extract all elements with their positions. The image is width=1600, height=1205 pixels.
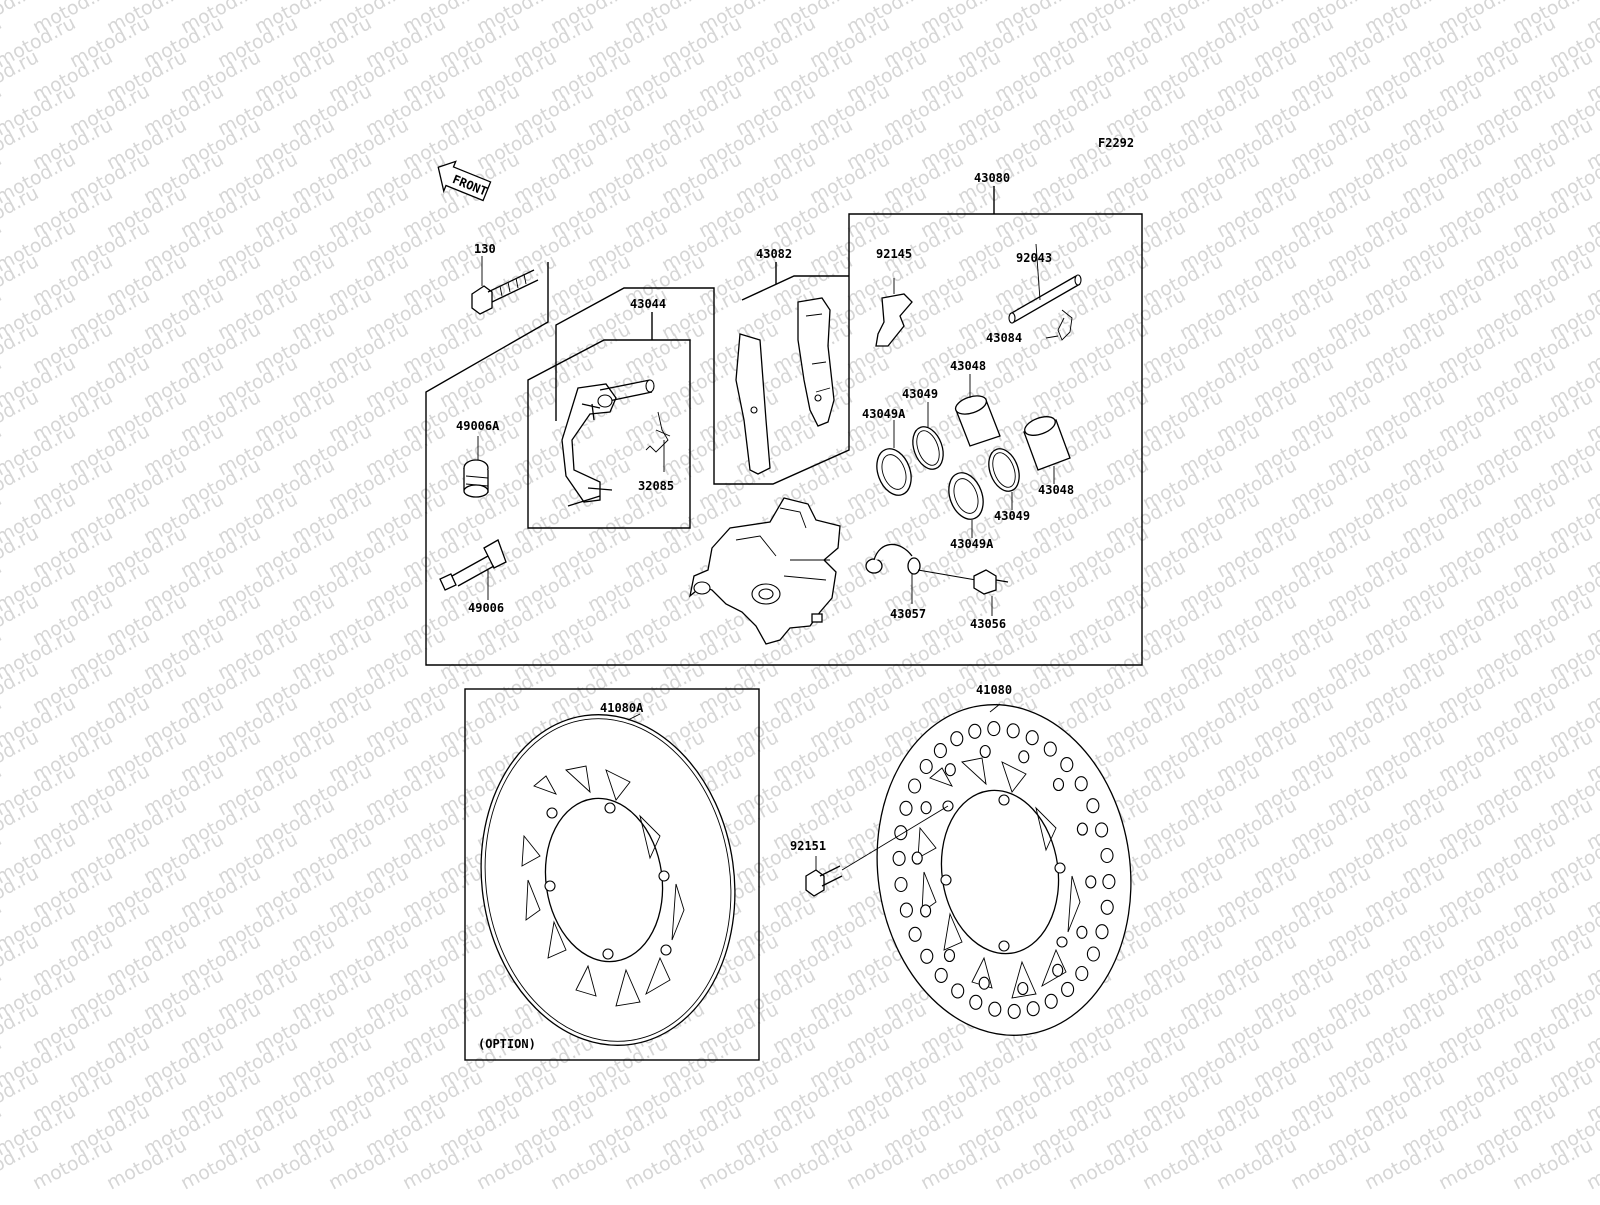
label-49006: 49006 — [468, 601, 504, 615]
drilled-hole — [1018, 750, 1030, 764]
label-43044: 43044 — [630, 297, 666, 311]
label-130: 130 — [474, 242, 496, 256]
drilled-hole — [920, 904, 932, 918]
drilled-hole — [892, 850, 906, 866]
label-43049A-bottom: 43049A — [950, 537, 994, 551]
drilled-hole — [1086, 946, 1100, 962]
label-49006A: 49006A — [456, 419, 500, 433]
drilled-hole — [943, 948, 956, 963]
drilled-hole — [1086, 798, 1100, 814]
drilled-hole — [987, 721, 1001, 737]
drilled-hole — [978, 976, 990, 990]
drilled-hole — [911, 851, 923, 865]
drilled-hole — [1075, 965, 1089, 982]
label-43084: 43084 — [986, 331, 1022, 345]
label-43080: 43080 — [974, 171, 1010, 185]
drilled-hole — [908, 926, 922, 942]
drilled-hole — [944, 763, 956, 777]
diagram-code: F2292 — [1098, 136, 1134, 150]
label-43048-bottom: 43048 — [1038, 483, 1074, 497]
drilled-hole — [934, 967, 948, 983]
drilled-hole — [1076, 822, 1088, 836]
drilled-hole — [1043, 741, 1057, 757]
drilled-hole — [969, 994, 983, 1010]
label-43056: 43056 — [970, 617, 1006, 631]
drilled-hole — [988, 1001, 1002, 1017]
label-41080A: 41080A — [600, 701, 644, 715]
drilled-hole — [894, 825, 908, 841]
drilled-hole — [1102, 874, 1116, 890]
label-43049-top: 43049 — [902, 387, 938, 401]
drilled-hole — [1100, 847, 1114, 864]
label-43057: 43057 — [890, 607, 926, 621]
drilled-hole — [1085, 875, 1097, 889]
drilled-hole — [933, 743, 947, 759]
label-43048-top: 43048 — [950, 359, 986, 373]
drilled-hole — [1074, 776, 1088, 792]
label-92145: 92145 — [876, 247, 912, 261]
drilled-hole — [899, 902, 913, 918]
drilled-hole — [1052, 963, 1064, 977]
drilled-hole — [908, 778, 922, 794]
drilled-hole — [968, 723, 982, 739]
drilled-hole — [1052, 777, 1065, 792]
drilled-hole — [1006, 723, 1020, 739]
drilled-hole — [1017, 981, 1029, 996]
drilled-hole — [1026, 1001, 1040, 1017]
label-43049-bottom: 43049 — [994, 509, 1030, 523]
drilled-hole — [1044, 993, 1058, 1009]
drilled-hole — [1060, 757, 1074, 773]
drilled-hole — [1025, 730, 1039, 746]
label-41080: 41080 — [976, 683, 1012, 697]
drilled-hole — [894, 876, 908, 893]
drilled-hole — [920, 801, 932, 815]
drilled-hole — [1076, 925, 1088, 939]
label-43049A-top: 43049A — [862, 407, 906, 421]
drilled-hole — [979, 744, 991, 759]
drilled-hole — [1061, 981, 1075, 997]
drilled-hole — [1095, 822, 1109, 838]
drilled-hole — [1100, 899, 1114, 915]
drilled-hole — [950, 731, 964, 747]
label-92151: 92151 — [790, 839, 826, 853]
label-32085: 32085 — [638, 479, 674, 493]
drilled-hole — [951, 983, 965, 999]
drilled-hole — [920, 948, 934, 964]
drilled-hole — [919, 758, 933, 775]
drilled-hole — [1007, 1003, 1021, 1019]
drilled-hole — [899, 800, 913, 816]
option-note: (OPTION) — [478, 1037, 536, 1051]
drilled-hole — [1095, 924, 1109, 940]
label-92043: 92043 — [1016, 251, 1052, 265]
label-43082: 43082 — [756, 247, 792, 261]
